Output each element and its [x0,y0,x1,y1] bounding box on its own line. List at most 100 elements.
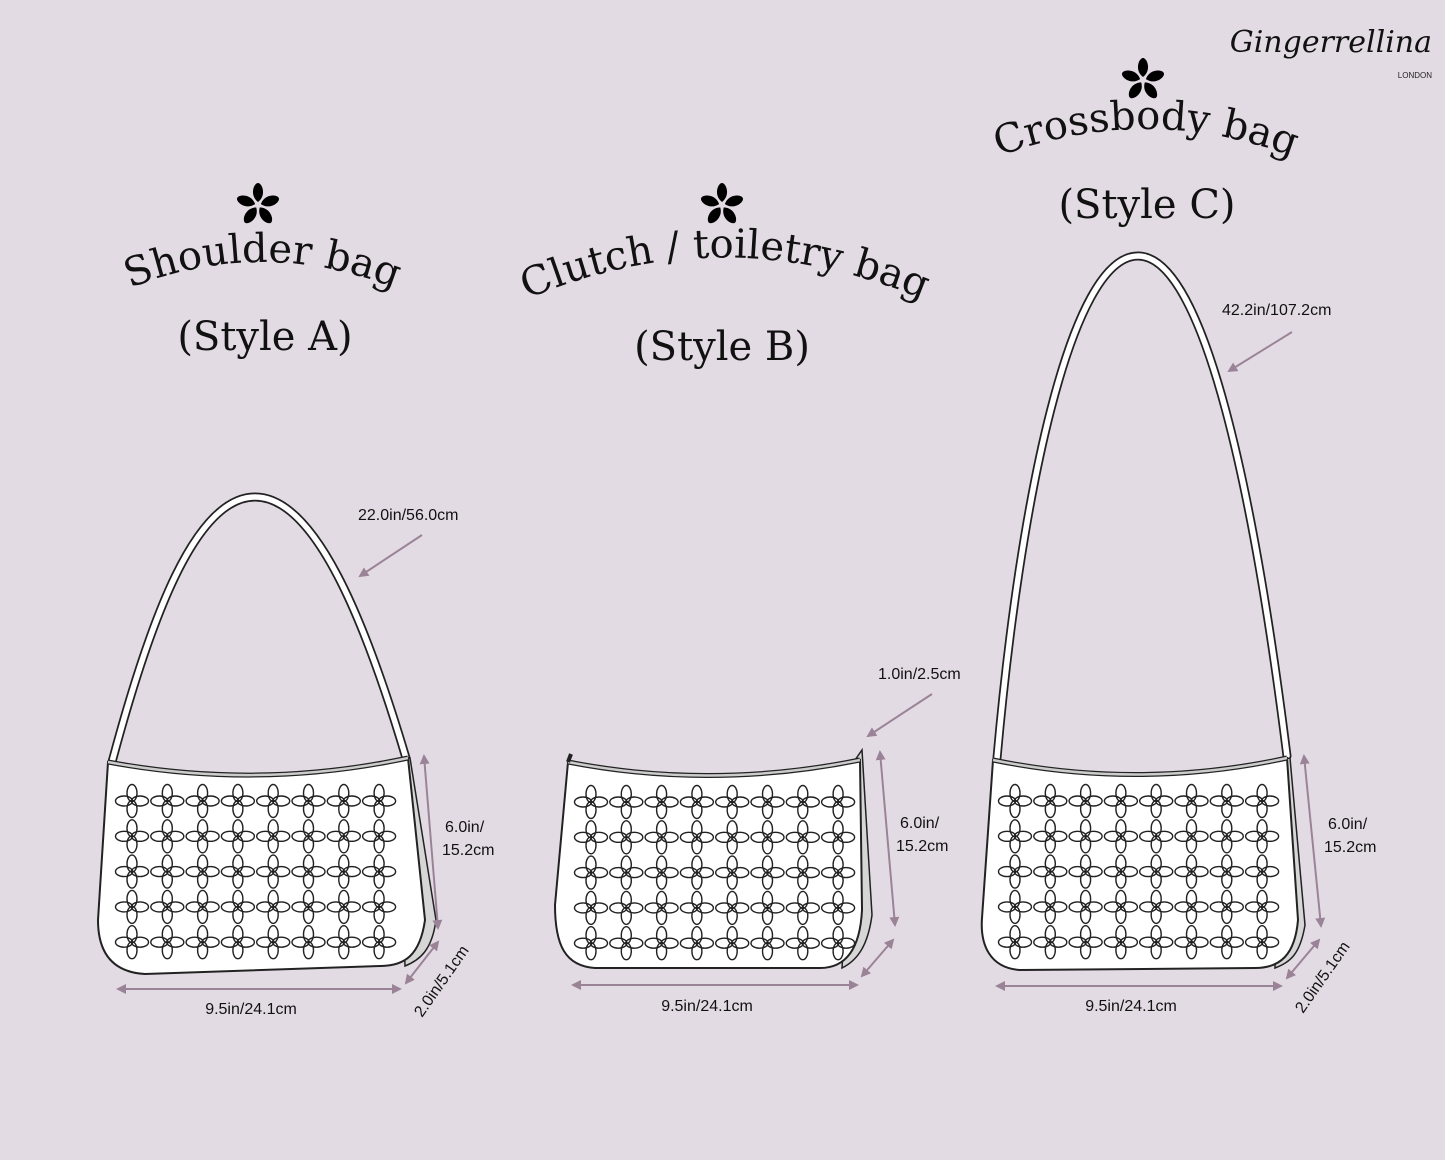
quatrefoil-motif [185,889,220,925]
bag-c-drawing [980,251,1306,972]
quatrefoil-motif [785,855,820,890]
height-arrow [419,754,443,930]
quatrefoil-motif [220,889,256,925]
strap-arrow [358,534,423,578]
quatrefoil-motif [1103,925,1139,960]
quatrefoil-motif [1138,819,1174,854]
bag-c-height-cm: 15.2cm [1324,839,1376,856]
quatrefoil-motif [644,890,679,926]
quatrefoil-motif [326,925,361,960]
quatrefoil-motif [361,889,397,925]
quatrefoil-motif [361,925,397,960]
quatrefoil-motif [1244,819,1280,854]
quatrefoil-motif [361,819,397,854]
quatrefoil-motif [256,925,291,960]
flower-icon [235,183,281,226]
quatrefoil-motif [1138,783,1174,819]
quatrefoil-motif [1209,925,1245,960]
quatrefoil-motif [750,784,785,820]
quatrefoil-motif [820,784,856,820]
bag-b-gusset: 1.0in/2.5cm [878,666,961,683]
quatrefoil-motif [114,819,150,854]
quatrefoil-motif [820,855,856,890]
quatrefoil-motif [1209,889,1245,925]
strap-arrow [1227,331,1293,373]
bag-c-style: (Style C) [1058,182,1235,228]
quatrefoil-motif [114,925,150,960]
quatrefoil-motif [256,889,291,925]
quatrefoil-motif [679,820,715,855]
quatrefoil-motif [1103,889,1139,925]
quatrefoil-motif [1174,854,1209,889]
quatrefoil-motif [185,854,220,889]
quatrefoil-motif [361,854,397,889]
quatrefoil-motif [1033,889,1068,925]
quatrefoil-motif [1103,854,1139,889]
bag-a-title: Shoulder bag [118,226,407,297]
quatrefoil-motif [1068,783,1103,819]
quatrefoil-motif [256,854,291,889]
quatrefoil-motif [1174,819,1209,854]
quatrefoil-motif [715,784,750,820]
quatrefoil-motif [750,855,785,890]
flower-icon [699,183,745,226]
quatrefoil-motif [1244,783,1280,819]
quatrefoil-motif [644,926,679,961]
bag-c-height: 6.0in/ [1328,816,1368,833]
quatrefoil-motif [114,783,150,819]
quatrefoil-motif [750,926,785,961]
depth-arrow [860,938,895,978]
quatrefoil-motif [715,855,750,890]
quatrefoil-motif [220,819,256,854]
quatrefoil-motif [997,854,1033,889]
quatrefoil-motif [1174,925,1209,960]
quatrefoil-motif [1068,925,1103,960]
quatrefoil-motif [820,820,856,855]
quatrefoil-motif [997,783,1033,819]
quatrefoil-motif [573,926,609,961]
quatrefoil-motif [644,855,679,890]
bag-b-height-cm: 15.2cm [896,838,948,855]
quatrefoil-motif [326,889,361,925]
quatrefoil-motif [150,925,185,960]
quatrefoil-motif [220,925,256,960]
quatrefoil-motif [609,820,644,855]
quatrefoil-motif [997,889,1033,925]
quatrefoil-motif [1068,854,1103,889]
bag-a-style: (Style A) [177,314,352,360]
quatrefoil-motif [1033,854,1068,889]
quatrefoil-motif [326,819,361,854]
brand-name: Gingerrellina [1230,25,1432,60]
quatrefoil-motif [1138,925,1174,960]
bag-b-height: 6.0in/ [900,815,940,832]
quatrefoil-motif [715,820,750,855]
quatrefoil-motif [1033,783,1068,819]
quatrefoil-motif [1033,819,1068,854]
quatrefoil-motif [715,926,750,961]
quatrefoil-motif [1244,925,1280,960]
height-arrow [875,750,900,927]
quatrefoil-motif [997,819,1033,854]
bag-b-style: (Style B) [634,324,810,370]
quatrefoil-motif [220,783,256,819]
bag-a-width: 9.5in/24.1cm [205,1001,297,1018]
quatrefoil-motif [1209,783,1245,819]
quatrefoil-motif [573,890,609,926]
quatrefoil-motif [1138,854,1174,889]
quatrefoil-motif [326,854,361,889]
quatrefoil-motif [679,926,715,961]
quatrefoil-motif [1244,854,1280,889]
quatrefoil-motif [1068,819,1103,854]
quatrefoil-motif [150,819,185,854]
quatrefoil-motif [750,890,785,926]
strap-arrow [866,693,933,738]
brand-sub: LONDON [1398,71,1432,80]
quatrefoil-motif [1068,889,1103,925]
quatrefoil-motif [1209,819,1245,854]
quatrefoil-motif [997,925,1033,960]
quatrefoil-motif [715,890,750,926]
quatrefoil-motif [750,820,785,855]
quatrefoil-motif [150,889,185,925]
quatrefoil-motif [150,783,185,819]
